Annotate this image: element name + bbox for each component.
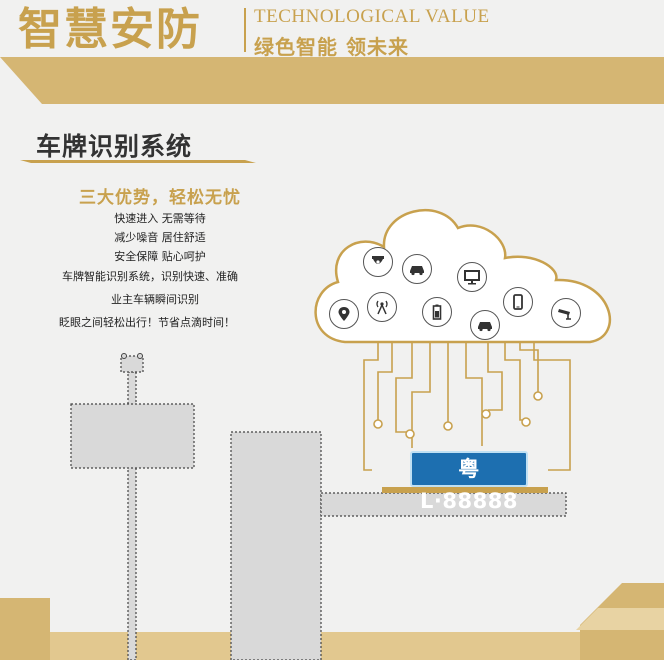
- bottom-band: [50, 632, 664, 660]
- page-title: 车牌识别系统: [36, 132, 193, 161]
- license-plate: 粤L·88888: [410, 451, 528, 513]
- car-icon: [402, 254, 432, 284]
- feature-line: 安全保障 贴心呵护: [114, 250, 206, 263]
- feature-line: 业主车辆瞬间识别: [111, 293, 199, 306]
- smartphone-icon: [503, 287, 533, 317]
- feature-line: 快速进入 无需等待: [114, 212, 206, 225]
- antenna-icon: [367, 292, 397, 322]
- cctv-camera-icon: [551, 298, 581, 328]
- dome-camera-icon: [363, 247, 393, 277]
- gate-post: [230, 431, 322, 660]
- bottom-right-stripe: [576, 608, 664, 630]
- brand-slogan: 绿色智能 领未来: [254, 35, 409, 59]
- circuit-lines: [363, 342, 571, 471]
- sign-board: [70, 403, 195, 469]
- header-banner: [0, 57, 664, 104]
- brand-title: 智慧安防: [18, 4, 202, 55]
- headline: 三大优势，轻松无忧: [79, 188, 241, 208]
- feature-line: 眨眼之间轻松出行！节省点滴时间！: [59, 316, 235, 329]
- car-icon: [470, 310, 500, 340]
- brand-divider: [244, 8, 246, 52]
- gate-arm: [320, 492, 567, 517]
- brand-subtitle: TECHNOLOGICAL VALUE: [254, 6, 490, 27]
- circuit-nodes: [373, 391, 543, 439]
- location-pin-icon: [329, 299, 359, 329]
- feature-line: 车牌智能识别系统，识别快速、准确: [62, 270, 238, 283]
- monitor-icon: [457, 262, 487, 292]
- feature-line: 减少噪音 居住舒适: [114, 231, 206, 244]
- bottom-left-block: [0, 598, 50, 660]
- plate-base: [382, 487, 548, 493]
- battery-icon: [422, 297, 452, 327]
- camera-head: [120, 355, 144, 373]
- title-underline: [20, 160, 256, 163]
